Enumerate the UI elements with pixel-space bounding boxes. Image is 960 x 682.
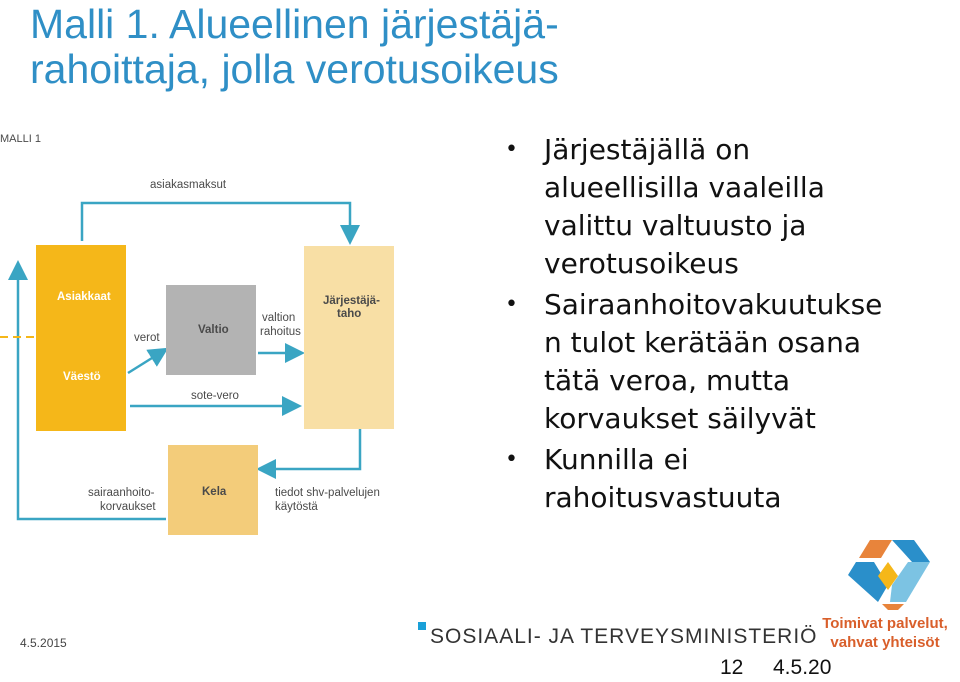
logo-tagline-line-2: vahvat yhteisöt: [830, 634, 940, 651]
bullet-dot-icon: •: [505, 447, 518, 472]
valtion-rahoitus-label-1: valtion: [262, 312, 296, 324]
valtio-box: [166, 285, 256, 375]
bullet-text: Kunnilla ei rahoitusvastuuta: [544, 443, 782, 514]
valtion-rahoitus-label-2: rahoitus: [260, 326, 301, 338]
ministry-square-icon: [418, 622, 426, 630]
asiakkaat-box: [36, 245, 126, 431]
asiakasmaksut-arrow: [80, 201, 360, 245]
bullet-item: • Kunnilla ei rahoitusvastuuta: [500, 441, 950, 517]
jarjestaja-label-2: taho: [337, 308, 362, 320]
slide-number: 12: [720, 656, 744, 679]
verot-label: verot: [134, 332, 160, 344]
slide-date: 4.5.20: [773, 656, 832, 679]
bullet-item: • Järjestäjällä on alueellisilla vaaleil…: [500, 131, 950, 283]
sairaanhoitokorvaukset-label-1: sairaanhoito-: [88, 487, 155, 499]
jarjestaja-box: [304, 246, 394, 429]
bullet-item: • Sairaanhoitovakuutukse n tulot kerätää…: [500, 286, 950, 438]
ministry-name: SOSIAALI- JA TERVEYSMINISTERIÖ: [430, 625, 818, 648]
sairaanhoitokorvaukset-arrow: [8, 260, 166, 521]
bullet-text: Järjestäjällä on alueellisilla vaaleilla…: [544, 133, 825, 280]
logo-tagline: Toimivat palvelut, vahvat yhteisöt: [812, 614, 958, 652]
vaesto-label: Väestö: [63, 371, 101, 383]
logo-tagline-line-1: Toimivat palvelut,: [822, 615, 948, 632]
asiakkaat-label: Asiakkaat: [57, 291, 111, 303]
slide-title: Malli 1. Alueellinen järjestäjä- rahoitt…: [30, 2, 930, 92]
sairaanhoitokorvaukset-label-2: korvaukset: [100, 501, 156, 513]
diamond-logo-icon: [848, 540, 930, 610]
title-line-1: Malli 1. Alueellinen järjestäjä-: [30, 1, 559, 47]
valtio-label: Valtio: [198, 324, 229, 336]
tiedot-arrow: [256, 427, 362, 479]
asiakasmaksut-label: asiakasmaksut: [150, 179, 227, 191]
title-line-2: rahoittaja, jolla verotusoikeus: [30, 46, 559, 92]
bullet-dot-icon: •: [505, 137, 518, 162]
tiedot-label-2: käytöstä: [275, 501, 318, 513]
footer-date: 4.5.2015: [20, 636, 67, 650]
verot-arrow: [127, 347, 169, 375]
kela-box: [168, 445, 258, 535]
jarjestaja-label-1: Järjestäjä-: [323, 295, 380, 307]
model-corner-label: MALLI 1: [0, 133, 41, 145]
bullet-dot-icon: •: [505, 292, 518, 317]
bullet-text: Sairaanhoitovakuutukse n tulot kerätään …: [544, 288, 883, 435]
sote-vero-label: sote-vero: [191, 390, 239, 402]
tiedot-label-1: tiedot shv-palvelujen: [275, 487, 380, 499]
bullet-list: • Järjestäjällä on alueellisilla vaaleil…: [500, 131, 950, 520]
model-diagram: MALLI 1 asiakasmaksut Asiakkaat Väestö v…: [0, 125, 410, 545]
kela-label: Kela: [202, 486, 227, 498]
